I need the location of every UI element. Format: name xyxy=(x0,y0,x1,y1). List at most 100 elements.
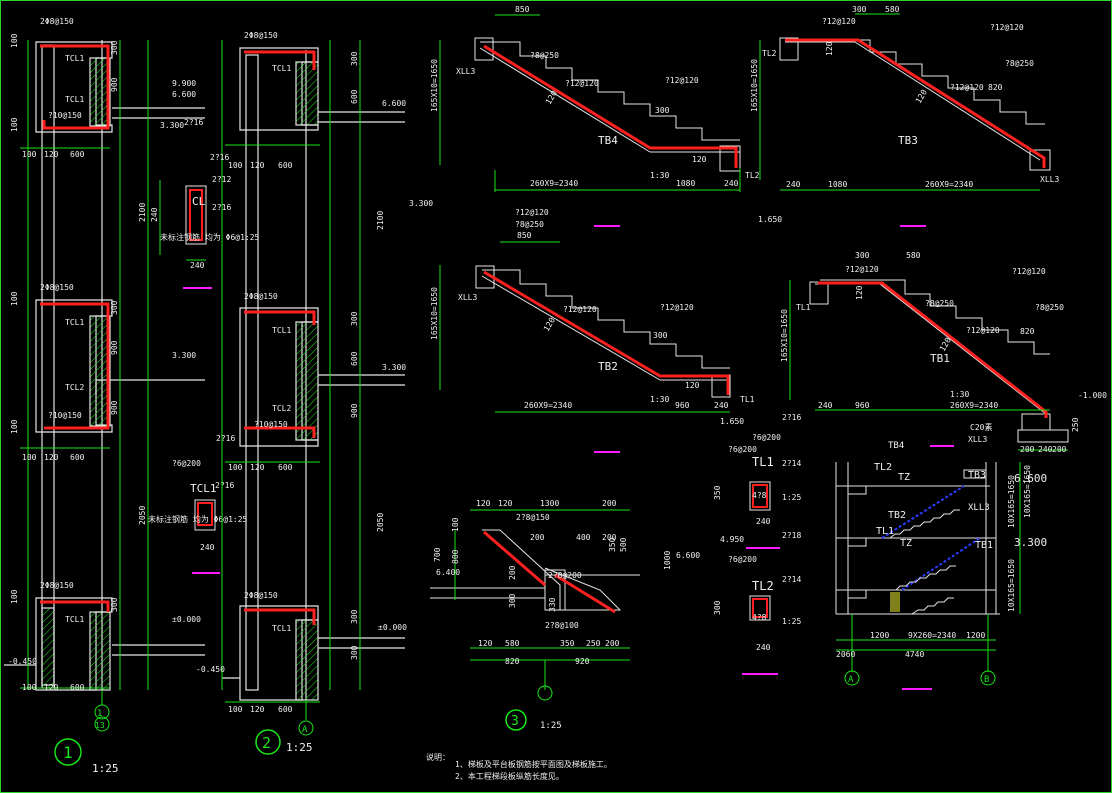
dimension-label: 100 xyxy=(10,291,19,306)
dimension-label: 300 xyxy=(350,51,359,66)
stair-section-view: TB4 TL2 TZ TB3 XLL3 TB2 TL1 TZ TB1 6.600… xyxy=(835,441,1047,690)
dimension-label: 120 xyxy=(478,639,493,648)
dimension-label: 3.300 xyxy=(1014,536,1047,549)
dimension-label: TL2 xyxy=(745,171,760,180)
dimension-label: ?12@120 xyxy=(845,265,879,274)
dimension-label: 260X9=2340 xyxy=(950,401,998,410)
dimension-label: 300 xyxy=(110,40,119,55)
dimension-label: 1:25 xyxy=(782,617,801,626)
dimension-label: TCL1 xyxy=(272,64,291,73)
dimension-label: ?8@250 xyxy=(1035,303,1064,312)
dimension-label: 240 xyxy=(714,401,729,410)
dimension-label: 200 xyxy=(1020,445,1035,454)
dimension-label: A xyxy=(848,675,854,685)
dimension-label: 600 xyxy=(70,453,85,462)
dimension-label: 9.900 xyxy=(172,79,196,88)
dimension-label: ?12@120 xyxy=(565,79,599,88)
dimension-label: 120 xyxy=(476,499,491,508)
dimension-label: ?12@120 xyxy=(950,83,984,92)
dimension-label: ?6@200 xyxy=(728,555,757,564)
dimension-label: 13 xyxy=(95,721,105,730)
dimension-label: 6.600 xyxy=(172,90,196,99)
dimension-label: 1:25 xyxy=(782,493,801,502)
dimension-label: 260X9=2340 xyxy=(524,401,572,410)
dimension-label: 580 xyxy=(906,251,921,260)
dimension-label: 1:25 xyxy=(540,721,562,731)
tb1-stair: 300 580 ?12@120 ?12@120 ?8@250 ?8@250 ?1… xyxy=(752,215,1107,454)
dimension-label: TB3 xyxy=(898,134,918,147)
dimension-label: 1:30 xyxy=(650,171,669,180)
dimension-label: 600 xyxy=(350,89,359,104)
dimension-label: 165X10=1650 xyxy=(750,59,759,112)
dimension-label: ?6@200 xyxy=(752,433,781,442)
dimension-label: ?8@250 xyxy=(925,299,954,308)
dimension-label: 2?8@200 xyxy=(548,571,582,580)
dimension-label: 3.300 xyxy=(172,351,196,360)
dimension-label: 330 xyxy=(548,597,557,612)
dimension-label: 100 xyxy=(228,161,243,170)
dimension-label: ?12@120 xyxy=(665,76,699,85)
dimension-label: TB4 xyxy=(888,441,904,451)
dimension-label: 2Φ8@150 xyxy=(40,283,74,292)
dimension-label: 300 xyxy=(713,600,722,615)
dimension-label: 240 xyxy=(200,543,215,552)
dimension-label: 6.600 xyxy=(382,99,406,108)
dimension-label: 2Φ8@150 xyxy=(40,581,74,590)
dimension-label: 165X10=1650 xyxy=(780,309,789,362)
dimension-label: 未标注钢筋 均为 Φ6@1:25 xyxy=(148,514,248,524)
dimension-label: 2Φ8@150 xyxy=(244,31,278,40)
dimension-label: 820 xyxy=(1020,327,1035,336)
dimension-label: TCL1 xyxy=(65,54,84,63)
dimension-label: TZ xyxy=(898,472,910,483)
dimension-label: 2Φ8@150 xyxy=(244,591,278,600)
dimension-label: 未标注钢筋 均为 Φ6@1:25 xyxy=(160,232,260,242)
dimension-label: 600 xyxy=(278,463,293,472)
dimension-label: 100 xyxy=(228,705,243,714)
dimension-label: 120 xyxy=(250,463,265,472)
dimension-label: 300 xyxy=(350,609,359,624)
dimension-label: 1:25 xyxy=(92,762,119,775)
dimension-label: 2?8@100 xyxy=(545,621,579,630)
dimension-label: 3 xyxy=(511,714,519,729)
dimension-label: ?12@120 xyxy=(1012,267,1046,276)
dimension-label: 820 xyxy=(988,83,1003,92)
dimension-label: 240 xyxy=(818,401,833,410)
dimension-label: XLL3 xyxy=(458,293,477,302)
detail-2 xyxy=(222,47,405,701)
dimension-label: 100 xyxy=(10,419,19,434)
dimension-label: 2?16 xyxy=(184,118,203,127)
dimension-label: 2Φ8@150 xyxy=(40,17,74,26)
dimension-label: 2、本工程梯段板纵筋长度见。 xyxy=(455,771,564,781)
dimension-label: 120 xyxy=(692,155,707,164)
dimension-label: 1.650 xyxy=(758,215,782,224)
dimension-label: 1.650 xyxy=(720,417,744,426)
dimension-label: 900 xyxy=(110,77,119,92)
dimension-label: TB1 xyxy=(975,540,993,551)
dimension-label: 100 xyxy=(228,463,243,472)
dimension-label: ±0.000 xyxy=(172,615,201,624)
dimension-label: 2?8@150 xyxy=(516,513,550,522)
dimension-label: 240 xyxy=(724,179,739,188)
dimension-label: 850 xyxy=(515,5,530,14)
dimension-label: 2?18 xyxy=(782,531,801,540)
dimension-label: 100 xyxy=(451,517,460,532)
dimension-label: 4?8 xyxy=(752,613,767,622)
dimension-label: TZ xyxy=(900,538,912,549)
dimension-label: 3.300 xyxy=(160,121,184,130)
dimension-label: 2?14 xyxy=(782,459,801,468)
dimension-label: ?8@250 xyxy=(530,51,559,60)
general-notes: 说明： 1、梯板及平台板钢筋按平面图及梯板施工。 2、本工程梯段板纵筋长度见。 xyxy=(426,752,612,781)
dimension-label: 200 xyxy=(1052,445,1067,454)
dimension-label: XLL3 xyxy=(456,67,475,76)
dimension-label: TL2 xyxy=(762,49,777,58)
dimension-label: 600 xyxy=(70,150,85,159)
detail-1 xyxy=(4,40,205,691)
dimension-label: 4?8 xyxy=(752,491,767,500)
dimension-label: 120 xyxy=(44,453,59,462)
dimension-label: 2?16 xyxy=(216,434,235,443)
dimension-label: 10X165=1650 xyxy=(1023,465,1032,518)
